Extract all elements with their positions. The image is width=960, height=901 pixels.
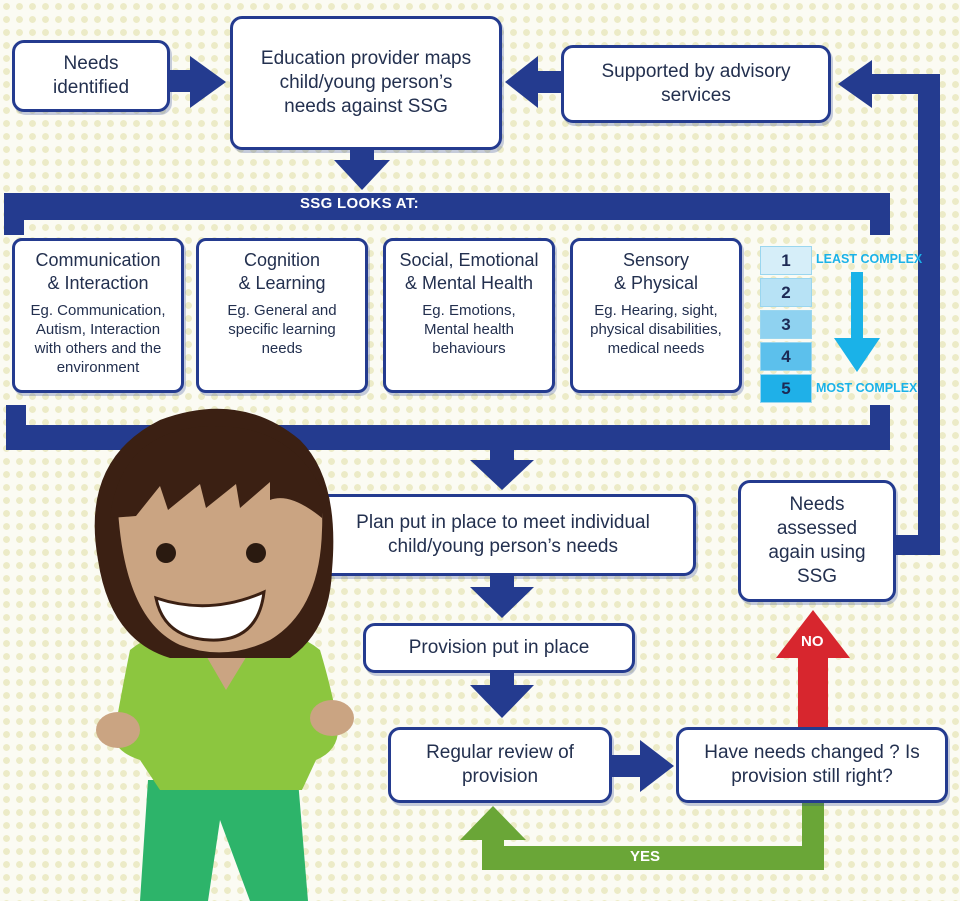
- level-3: 3: [760, 310, 812, 339]
- level-5: 5: [760, 374, 812, 403]
- level-2: 2: [760, 278, 812, 307]
- yes-arrow-bottom: [482, 846, 824, 870]
- needs-assessed-text: Needs assessed again using SSG: [768, 494, 866, 587]
- plan-text: Plan put in place to meet individual chi…: [356, 512, 650, 557]
- ssg-bottom-bar-left-leg: [6, 405, 26, 450]
- category-description: Eg. Hearing, sight, physical disabilitie…: [590, 302, 722, 357]
- category-description: Eg. Emotions, Mental health behaviours: [422, 302, 516, 357]
- ssg-bottom-bar-right-leg: [870, 405, 890, 450]
- connector-to-plan: [490, 448, 514, 463]
- arrowhead-to-review: [470, 685, 534, 718]
- category-sensory-physical: Sensory & Physical Eg. Hearing, sight, p…: [570, 238, 742, 393]
- loop-vertical: [918, 74, 940, 555]
- provision-text: Provision put in place: [408, 637, 590, 658]
- needs-identified-box: Needs identified: [12, 40, 170, 112]
- plan-box: Plan put in place to meet individual chi…: [310, 494, 696, 576]
- arrowhead-to-support: [838, 60, 872, 108]
- category-social-emotional-mental-health: Social, Emotional & Mental Health Eg. Em…: [383, 238, 555, 393]
- category-title: Communication & Interaction: [35, 250, 161, 293]
- arrowhead-from-support: [505, 56, 538, 108]
- education-provider-box: Education provider maps child/young pers…: [230, 16, 502, 150]
- ssg-top-bar-right-leg: [870, 193, 890, 235]
- category-description: Eg. General and specific learning needs: [227, 302, 337, 357]
- yes-arrow-head: [460, 806, 526, 840]
- needs-assessed-box: Needs assessed again using SSG: [738, 480, 896, 602]
- ssg-top-bar: [4, 193, 890, 220]
- no-label: NO: [801, 633, 824, 650]
- arrowhead-to-plan: [470, 460, 534, 490]
- level-1: 1: [760, 246, 812, 275]
- ssg-looks-at-label: SSG LOOKS AT:: [300, 195, 419, 212]
- no-arrow-head: [776, 610, 850, 658]
- least-complex-label: LEAST COMPLEX: [816, 252, 923, 266]
- connector-provision-to-review: [490, 672, 514, 688]
- arrowhead-to-provider: [190, 56, 226, 108]
- category-communication-interaction: Communication & Interaction Eg. Communic…: [12, 238, 184, 393]
- category-title: Sensory & Physical: [613, 250, 699, 293]
- supported-by-text: Supported by advisory services: [601, 61, 791, 106]
- supported-by-box: Supported by advisory services: [561, 45, 831, 123]
- category-title: Social, Emotional & Mental Health: [399, 250, 539, 293]
- yes-label: YES: [630, 848, 661, 865]
- arrowhead-to-provision: [470, 587, 534, 618]
- education-provider-text: Education provider maps child/young pers…: [260, 48, 472, 117]
- arrowhead-to-question: [640, 740, 674, 792]
- yes-arrow-left-leg: [482, 836, 504, 870]
- loop-horizontal-top: [866, 74, 940, 94]
- complexity-down-arrow: [834, 272, 880, 372]
- level-4: 4: [760, 342, 812, 371]
- category-cognition-learning: Cognition & Learning Eg. General and spe…: [196, 238, 368, 393]
- most-complex-label: MOST COMPLEX: [816, 381, 918, 395]
- regular-review-box: Regular review of provision: [388, 727, 612, 803]
- ssg-top-bar-left-leg: [4, 193, 24, 235]
- arrowhead-provider-down: [334, 160, 390, 190]
- have-needs-changed-text: Have needs changed ? Is provision still …: [704, 742, 920, 787]
- connector-review-to-question: [610, 755, 642, 777]
- category-description: Eg. Communication, Autism, Interaction w…: [30, 302, 166, 376]
- category-title: Cognition & Learning: [238, 250, 326, 293]
- connector-plan-to-provision: [490, 575, 514, 590]
- no-arrow-shaft: [798, 655, 828, 728]
- connector-support-to-provider: [535, 71, 561, 93]
- girl-illustration: [94, 408, 354, 901]
- regular-review-text: Regular review of provision: [426, 742, 574, 787]
- needs-identified-text: Needs identified: [52, 53, 130, 98]
- connector-needs-to-provider: [168, 70, 192, 92]
- have-needs-changed-box: Have needs changed ? Is provision still …: [676, 727, 948, 803]
- provision-box: Provision put in place: [363, 623, 635, 673]
